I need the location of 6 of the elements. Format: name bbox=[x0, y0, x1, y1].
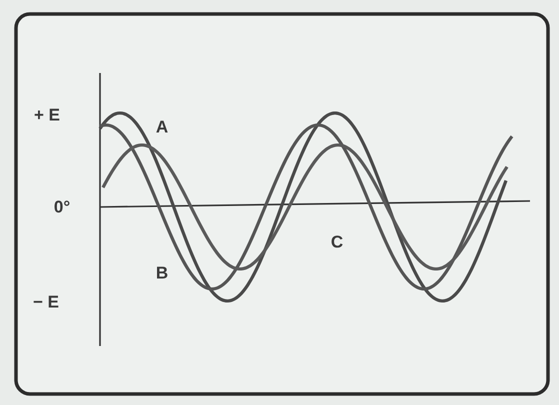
axis-label: − E bbox=[33, 294, 59, 310]
curve-label: B bbox=[156, 264, 168, 282]
curve-label: C bbox=[330, 234, 344, 250]
axis-label: 0° bbox=[54, 198, 70, 216]
curve-label: A bbox=[156, 118, 168, 136]
axis-label: + E bbox=[34, 106, 60, 124]
